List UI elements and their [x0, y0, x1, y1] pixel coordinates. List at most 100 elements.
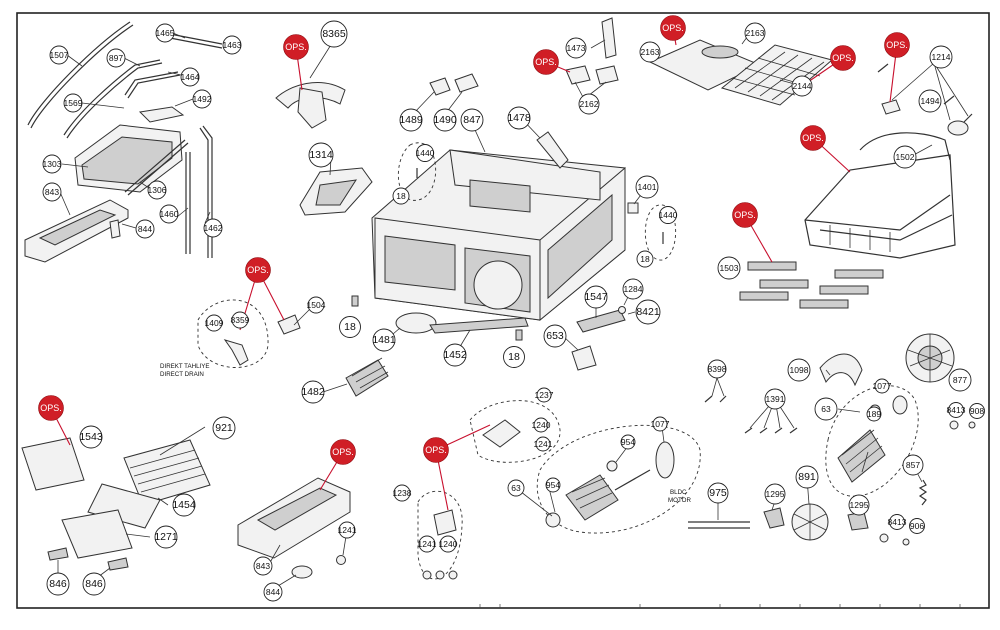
- part-callout[interactable]: 1492: [193, 89, 212, 109]
- part-callout[interactable]: 975: [707, 482, 729, 504]
- part-callout[interactable]: 1494: [918, 89, 942, 113]
- part-callout[interactable]: 1284: [622, 278, 644, 300]
- part-callout[interactable]: 1077: [651, 416, 670, 432]
- part-callout[interactable]: 1504: [307, 296, 326, 314]
- part-callout[interactable]: 1507: [50, 45, 69, 65]
- svg-text:891: 891: [798, 471, 816, 483]
- svg-text:2144: 2144: [793, 81, 812, 91]
- part-callout[interactable]: 2163: [744, 22, 766, 44]
- part-callout[interactable]: 1473: [565, 37, 587, 59]
- part-callout[interactable]: 8413: [947, 402, 966, 418]
- nuts-illustration: [879, 420, 976, 546]
- part-callout[interactable]: 1214: [929, 45, 953, 69]
- svg-text:1489: 1489: [399, 114, 423, 126]
- part-callout[interactable]: 18: [392, 187, 410, 205]
- part-callout[interactable]: 1271: [154, 525, 178, 549]
- part-callout[interactable]: 18: [636, 250, 654, 268]
- part-callout[interactable]: 1391: [764, 388, 786, 410]
- part-callout[interactable]: 1452: [443, 343, 467, 367]
- part-callout[interactable]: 189: [866, 406, 882, 422]
- part-callout[interactable]: 891: [795, 465, 819, 489]
- part-callout[interactable]: 1295: [848, 494, 870, 516]
- part-callout[interactable]: 1303: [43, 154, 62, 174]
- svg-text:921: 921: [215, 422, 233, 434]
- part-callout[interactable]: 1503: [717, 256, 741, 280]
- part-callout[interactable]: 921: [212, 416, 236, 440]
- part-callout[interactable]: 8413: [888, 514, 907, 530]
- part-callout[interactable]: 954: [620, 434, 636, 450]
- part-callout[interactable]: 1547: [584, 285, 608, 309]
- part-callout[interactable]: 843: [42, 182, 62, 202]
- part-callout[interactable]: 1409: [205, 314, 224, 332]
- part-callout[interactable]: 844: [263, 582, 283, 602]
- part-callout[interactable]: 2162: [578, 93, 600, 115]
- svg-text:8398: 8398: [708, 364, 727, 374]
- part-callout[interactable]: 8365: [320, 20, 348, 48]
- svg-text:1306: 1306: [148, 185, 167, 195]
- valve-1504-illustration: [277, 314, 301, 335]
- hose-1482-illustration: [345, 357, 389, 397]
- part-callout[interactable]: 1464: [181, 67, 200, 87]
- part-callout[interactable]: 897: [106, 48, 126, 68]
- part-callout[interactable]: 1241: [418, 535, 437, 553]
- part-callout[interactable]: 8398: [708, 359, 727, 379]
- part-callout[interactable]: 843: [253, 556, 273, 576]
- part-callout[interactable]: 846: [46, 572, 70, 596]
- part-653-illustration: [571, 345, 597, 371]
- part-callout[interactable]: 1454: [172, 493, 196, 517]
- part-callout[interactable]: 8421: [635, 299, 661, 325]
- part-callout[interactable]: 1098: [787, 358, 811, 382]
- part-callout[interactable]: 1314: [308, 142, 334, 168]
- part-callout[interactable]: 1295: [764, 483, 786, 505]
- part-callout[interactable]: 1502: [893, 145, 917, 169]
- blower-891-illustration: [791, 503, 829, 541]
- part-callout[interactable]: 2144: [791, 75, 813, 97]
- svg-text:OPS.: OPS.: [247, 265, 269, 275]
- part-callout[interactable]: 1465: [156, 23, 175, 43]
- part-callout[interactable]: 1237: [535, 387, 554, 403]
- part-callout[interactable]: 18: [339, 316, 361, 338]
- part-callout[interactable]: 2163: [639, 41, 661, 63]
- part-callout[interactable]: 1401: [635, 175, 659, 199]
- part-callout[interactable]: 8359: [231, 311, 250, 329]
- part-callout[interactable]: 847: [460, 108, 484, 132]
- part-callout[interactable]: 1481: [372, 328, 396, 352]
- part-callout[interactable]: 1482: [301, 380, 325, 404]
- part-callout[interactable]: 857: [902, 454, 924, 476]
- part-callout[interactable]: 1241: [534, 436, 553, 452]
- part-callout[interactable]: 908: [969, 403, 985, 419]
- ops-badge: OPS.: [660, 15, 686, 41]
- part-callout[interactable]: 63: [507, 479, 525, 497]
- part-callout[interactable]: 954: [545, 477, 561, 493]
- part-callout[interactable]: 1240: [532, 417, 551, 433]
- part-callout[interactable]: 18: [503, 346, 525, 368]
- part-callout[interactable]: 1440: [659, 206, 678, 224]
- part-callout[interactable]: 1077: [873, 378, 892, 394]
- svg-text:1462: 1462: [204, 223, 223, 233]
- part-callout[interactable]: 1240: [439, 535, 458, 553]
- svg-text:1454: 1454: [172, 499, 196, 511]
- part-callout[interactable]: 906: [909, 518, 925, 534]
- part-callout[interactable]: 1238: [393, 484, 412, 502]
- part-callout[interactable]: 1463: [223, 35, 242, 55]
- part-callout[interactable]: 1478: [507, 106, 531, 130]
- hose-1465-1463-illustration: [169, 33, 223, 49]
- part-callout[interactable]: 63: [814, 397, 838, 421]
- part-callout[interactable]: 1440: [416, 144, 435, 162]
- svg-text:18: 18: [344, 321, 356, 333]
- part-callout[interactable]: 1569: [64, 93, 83, 113]
- part-callout[interactable]: 1241: [338, 521, 357, 539]
- clip-1295-left-illustration: [763, 507, 785, 529]
- part-callout[interactable]: 1543: [79, 425, 103, 449]
- part-callout[interactable]: 844: [135, 219, 155, 239]
- part-callout[interactable]: 877: [948, 368, 972, 392]
- part-callout[interactable]: 1489: [399, 108, 423, 132]
- part-callout[interactable]: 1460: [160, 204, 179, 224]
- part-callout[interactable]: 846: [82, 572, 106, 596]
- part-callout[interactable]: 653: [543, 324, 567, 348]
- svg-text:1241: 1241: [418, 539, 437, 549]
- part-callout[interactable]: 1306: [148, 180, 167, 200]
- part-callout[interactable]: 1490: [433, 108, 457, 132]
- pump-1237-illustration: [482, 419, 521, 448]
- part-callout[interactable]: 1462: [204, 218, 223, 238]
